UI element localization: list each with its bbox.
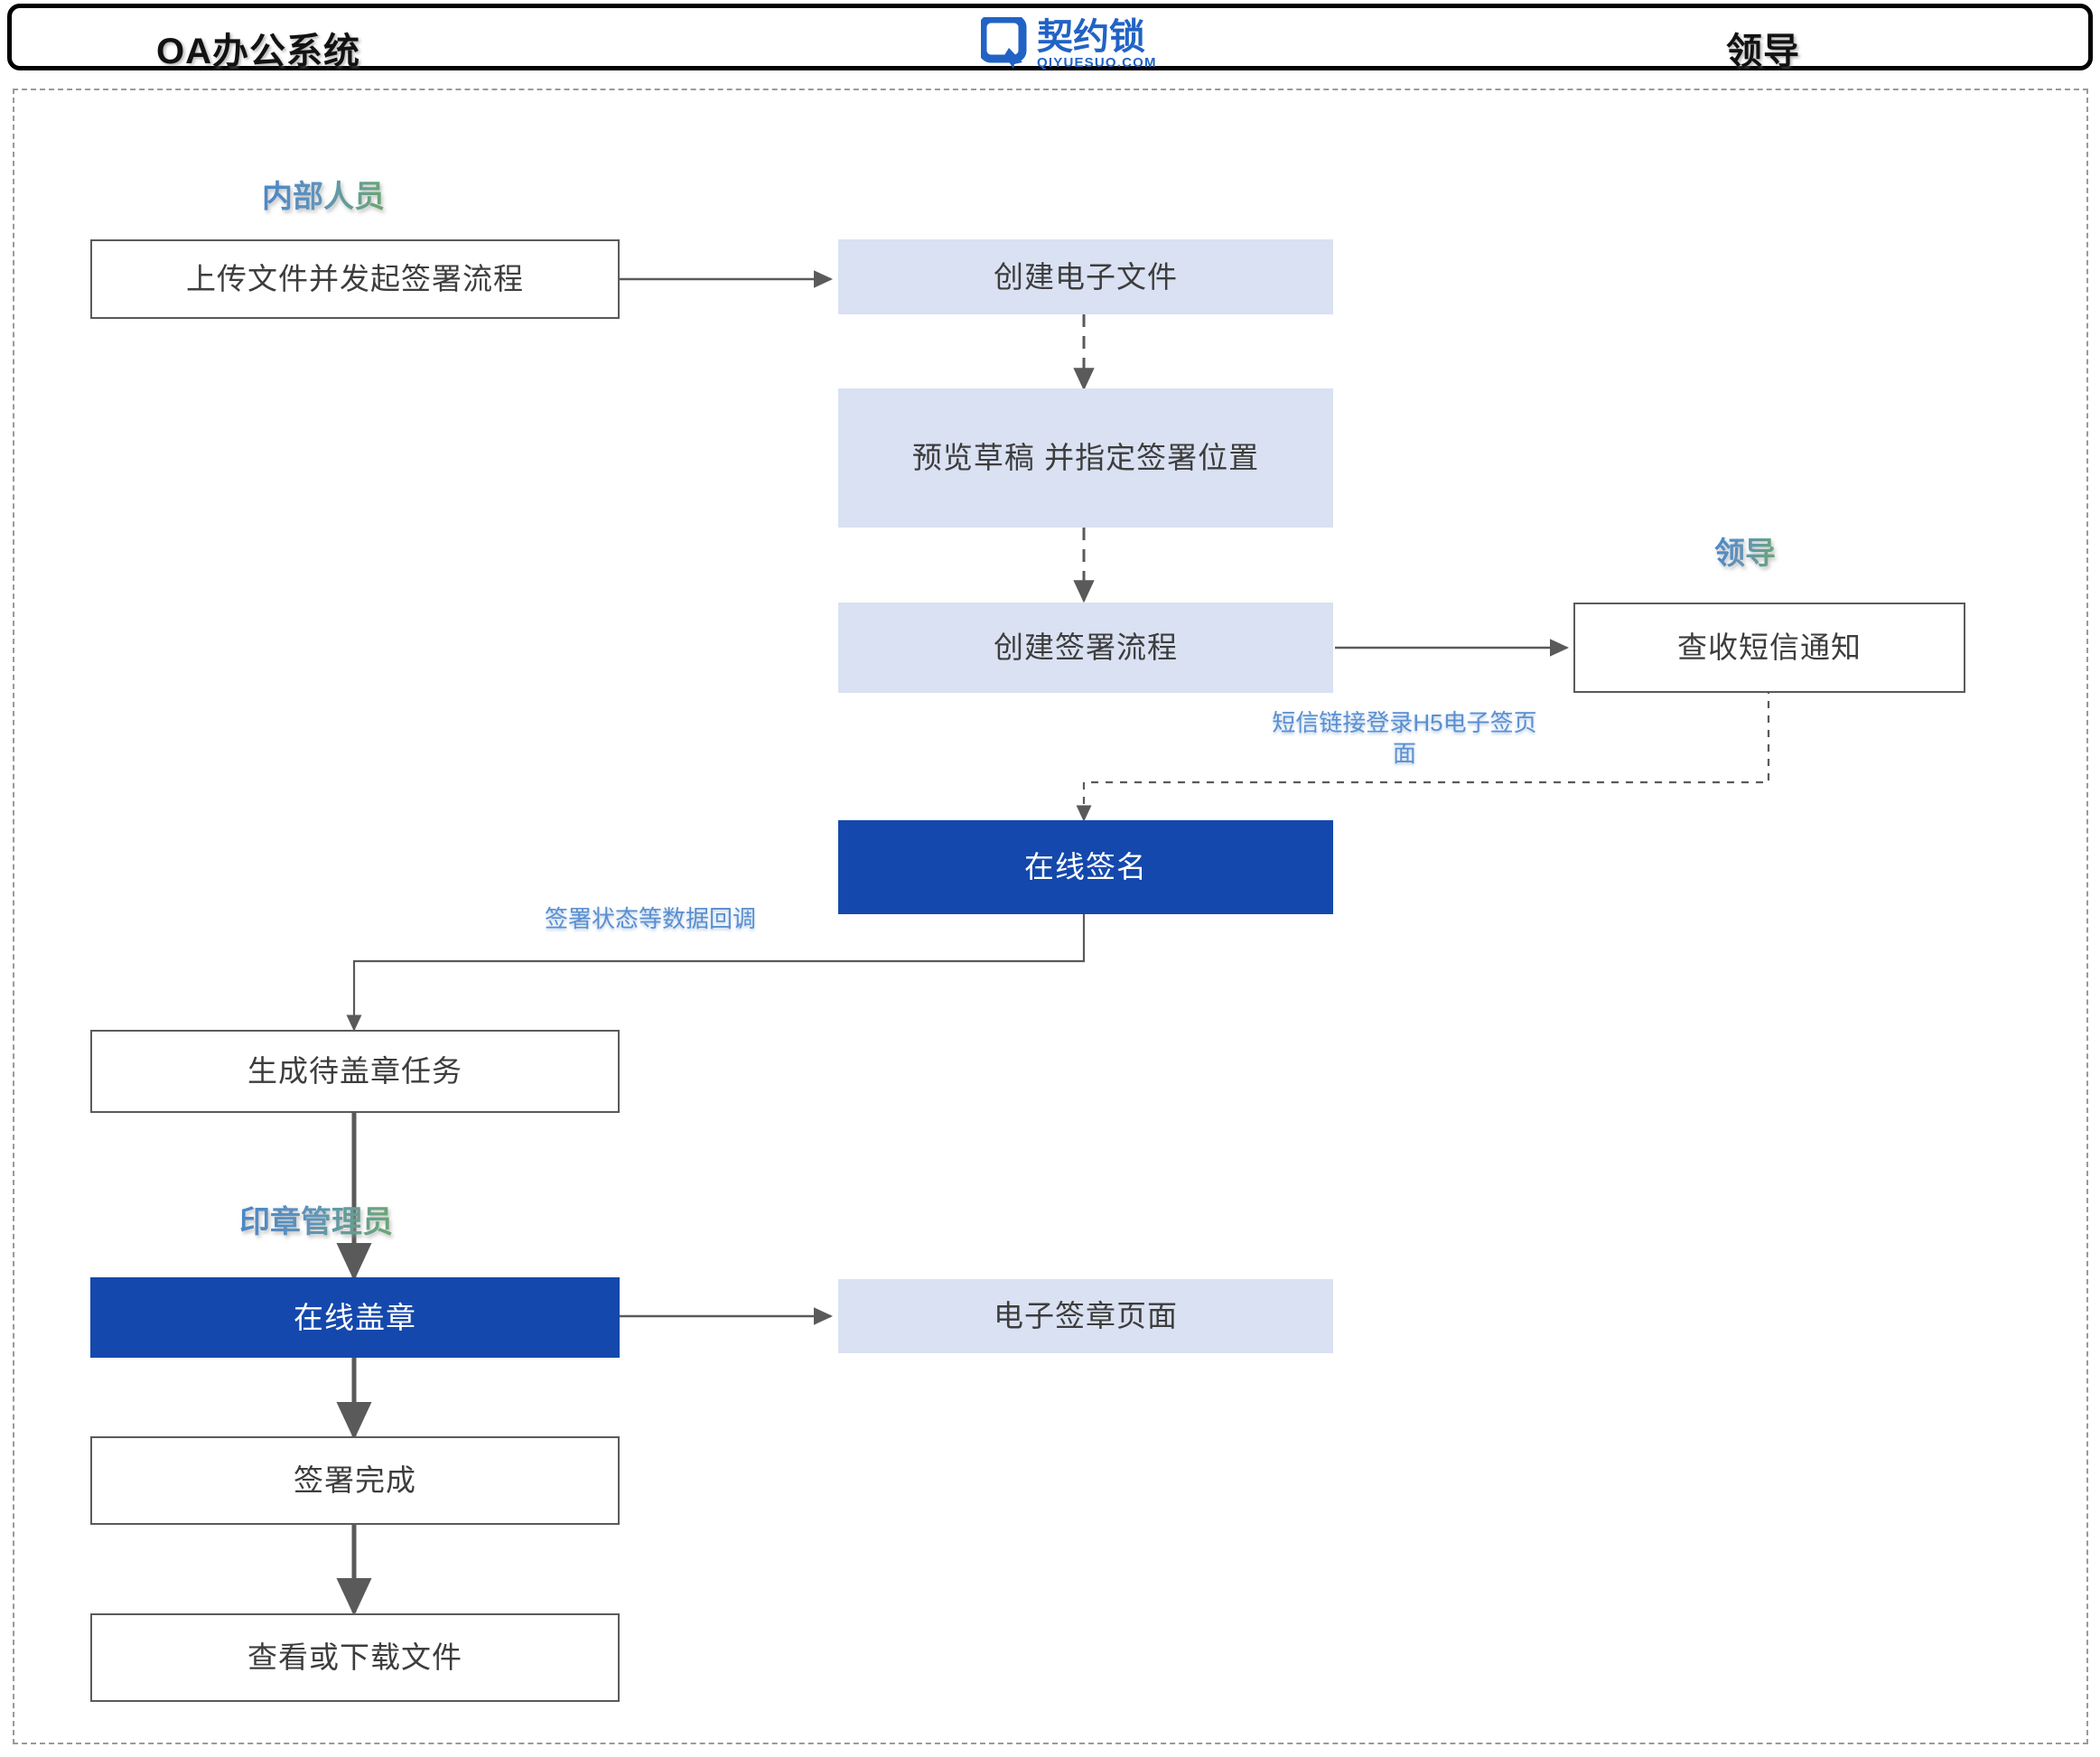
role-label-seal-admin: 印章管理员	[239, 1197, 393, 1241]
edge-label-status-callback: 签署状态等数据回调	[544, 905, 756, 932]
qiyuesuo-logo: 契约锁 QIYUESUO.COM	[978, 14, 1234, 73]
logo-q-mark-icon	[978, 14, 1028, 70]
node-create-e-file[interactable]: 创建电子文件	[838, 239, 1333, 314]
header-right-title: 领导	[1726, 32, 1800, 71]
edge-label-sms-h5-login: 短信链接登录H5电子签页 面	[1272, 709, 1537, 767]
node-online-seal[interactable]: 在线盖章	[90, 1277, 620, 1358]
header-left-title: OA办公系统	[156, 32, 360, 71]
node-generate-seal-task[interactable]: 生成待盖章任务	[90, 1030, 620, 1113]
logo-name-cn: 契约锁	[1037, 17, 1145, 57]
header-bar: OA办公系统 契约锁 QIYUESUO.COM 领导	[7, 4, 2093, 73]
node-upload-and-start[interactable]: 上传文件并发起签署流程	[90, 239, 620, 319]
node-receive-sms[interactable]: 查收短信通知	[1573, 603, 1965, 693]
node-create-sign-flow[interactable]: 创建签署流程	[838, 603, 1333, 693]
node-view-or-download[interactable]: 查看或下载文件	[90, 1613, 620, 1702]
role-label-internal-staff: 内部人员	[262, 172, 385, 216]
node-sign-complete[interactable]: 签署完成	[90, 1436, 620, 1525]
logo-text-block: 契约锁 QIYUESUO.COM	[1037, 17, 1157, 70]
logo-name-en: QIYUESUO.COM	[1037, 55, 1157, 70]
node-preview-draft[interactable]: 预览草稿 并指定签署位置	[838, 388, 1333, 528]
node-e-seal-page[interactable]: 电子签章页面	[838, 1279, 1333, 1353]
node-online-signature[interactable]: 在线签名	[838, 820, 1333, 914]
role-label-leader: 领导	[1714, 528, 1776, 573]
